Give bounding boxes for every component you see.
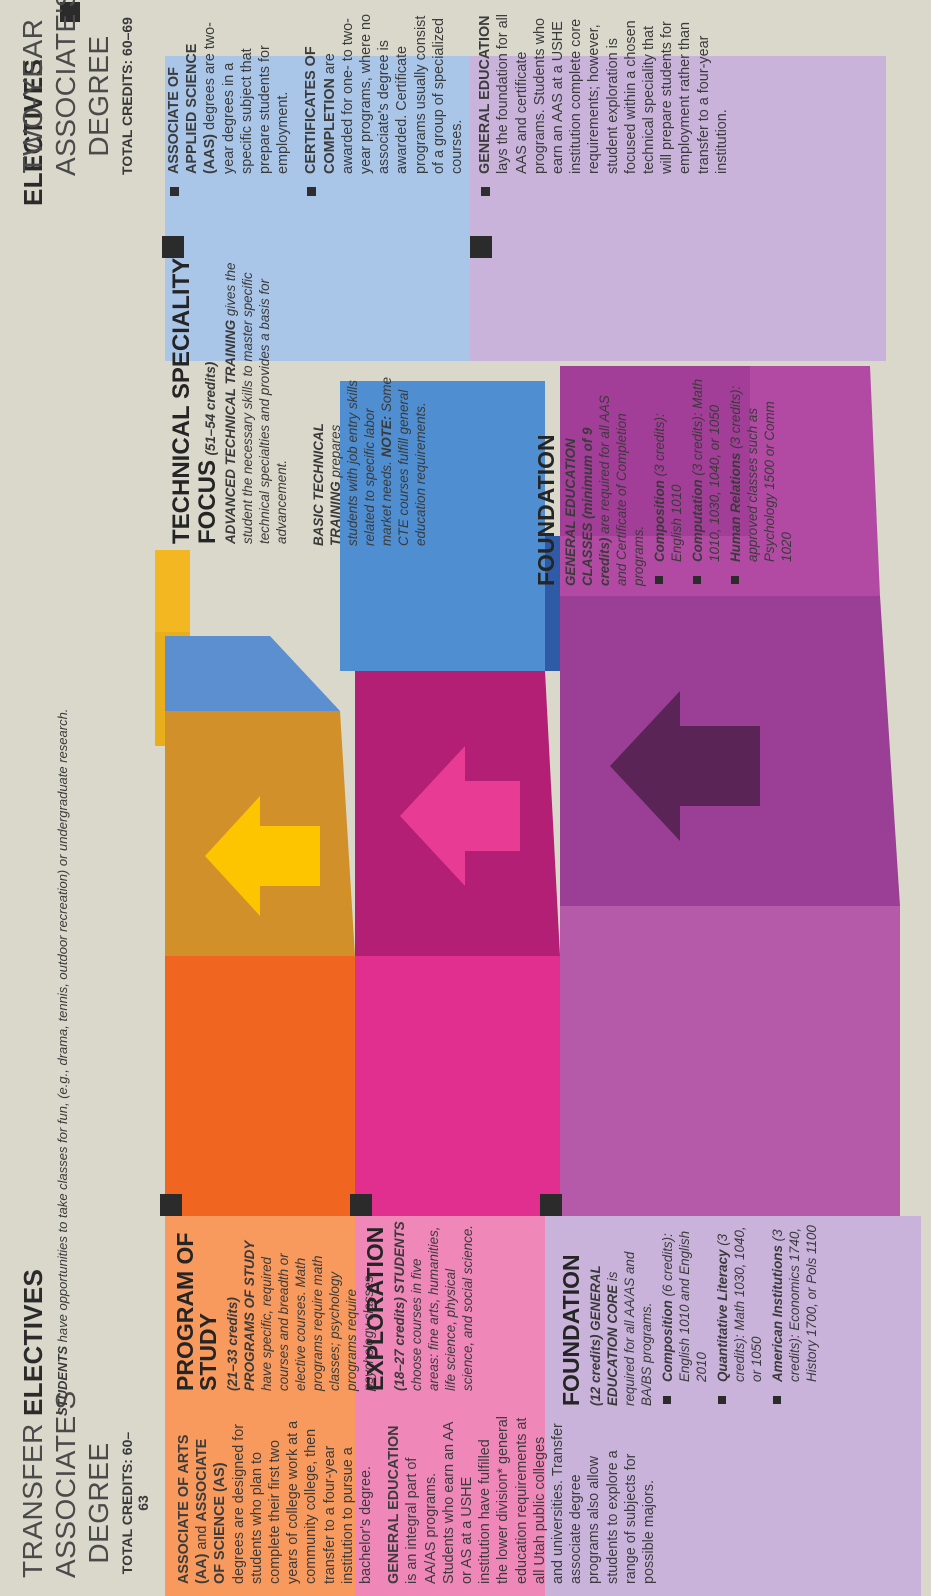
arrow-up-purple-icon — [610, 691, 760, 841]
item-name: Computation — [690, 479, 705, 562]
exploration-lead: STUDENTS — [392, 1221, 407, 1294]
item-name: Human Relations — [728, 452, 743, 562]
foundation-right-item: Composition (3 credits): English 1010 — [651, 376, 685, 586]
marker-exploration — [350, 1194, 372, 1216]
two-year-title-3: DEGREE — [83, 35, 114, 157]
technical-credits: (51–54 credits) — [203, 361, 218, 456]
item-name: Composition — [660, 1300, 675, 1382]
two-year-total-credits: TOTAL CREDITS: 60–69 — [119, 17, 135, 175]
foundation-left-item: Composition (6 credits): English 1010 an… — [659, 1221, 710, 1406]
transfer-title-2: ASSOCIATE'S — [50, 1390, 81, 1578]
foundation-band-left — [545, 1216, 921, 1596]
program-cube-top — [165, 636, 340, 711]
item-name: Quantitative Literacy — [715, 1249, 730, 1382]
foundation-right-list: Composition (3 credits): English 1010 Co… — [651, 376, 795, 586]
electives-left: ELECTIVES STUDENTS have opportunities to… — [18, 516, 70, 1416]
two-year-bullet: CERTIFICATES OF COMPLETION are awarded f… — [302, 11, 466, 196]
technical-title-2: FOCUS — [194, 460, 221, 544]
program-lead: PROGRAMS OF STUDY — [242, 1240, 257, 1391]
transfer-p2-bold: GENERAL EDUCATION — [386, 1425, 403, 1584]
foundation-left-credits: (12 credits) — [588, 1334, 603, 1406]
electives-text: have opportunities to take classes for f… — [55, 708, 70, 1346]
exploration-band — [355, 1216, 545, 1596]
technical-lead: ADVANCED TECHNICAL TRAINING — [223, 319, 238, 544]
foundation-left-item: Quantitative Literacy (3 credits): Math … — [714, 1221, 765, 1406]
technical-text: TECHNICAL SPECIALITY FOCUS (51–54 credit… — [168, 219, 290, 544]
exploration-title: EXPLORATION — [362, 1226, 388, 1391]
program-title: PROGRAM OF STUDY — [172, 1232, 221, 1391]
two-year-title-1: TWO-YEAR — [17, 18, 48, 174]
foundation-right-text: FOUNDATION GENERAL EDUCATION CLASSES (mi… — [533, 376, 799, 586]
marker-foundation-right — [470, 236, 492, 258]
two-year-b3-bold: GENERAL EDUCATION — [477, 15, 494, 174]
program-text: PROGRAM OF STUDY (21–33 credits) PROGRAM… — [172, 1221, 377, 1391]
transfer-title-3: DEGREE — [83, 1442, 114, 1564]
transfer-p2-text: is an integral part of AA/AS programs. S… — [404, 1416, 658, 1584]
marker-foundation — [540, 1194, 562, 1216]
transfer-total-credits: TOTAL CREDITS: 60–63 — [119, 1431, 151, 1575]
two-year-bullet: GENERAL EDUCATION lays the foundation fo… — [476, 11, 731, 196]
marker-technical — [162, 236, 184, 258]
foundation-left-item: American Institutions (3 credits): Econo… — [769, 1221, 820, 1406]
foundation-right-title: FOUNDATION — [533, 434, 559, 586]
exploration-text: EXPLORATION (18–27 credits) STUDENTS cho… — [362, 1221, 476, 1391]
technical-basic: BASIC TECHNICAL TRAINING prepares studen… — [310, 376, 429, 546]
two-year-description: ASSOCIATE OF APPLIED SCIENCE (AAS) degre… — [165, 11, 741, 196]
transfer-heading: TRANSFER ASSOCIATE'S DEGREE TOTAL CREDIT… — [16, 1390, 151, 1578]
arrow-up-pink-icon — [400, 746, 520, 886]
exploration-cube-top — [340, 381, 545, 671]
item-name: American Institutions — [770, 1245, 785, 1382]
item-name: Composition — [652, 480, 667, 562]
marker-program — [160, 1194, 182, 1216]
foundation-left-text: FOUNDATION (12 credits) GENERAL EDUCATIO… — [558, 1221, 824, 1406]
transfer-title-1: TRANSFER — [17, 1423, 48, 1578]
two-year-b2-text: are awarded for one- to two-year program… — [321, 14, 466, 174]
foundation-cube-front — [560, 906, 900, 1216]
technical-note-lead: NOTE: — [379, 415, 394, 458]
technical-title-1: TECHNICAL SPECIALITY — [168, 257, 195, 544]
exploration-cube-lip — [545, 536, 560, 671]
foundation-right-item: Computation (3 credits): Math 1010, 1030… — [689, 376, 723, 586]
electives-description: STUDENTS have opportunities to take clas… — [55, 516, 70, 1416]
transfer-description: ASSOCIATE OF ARTS (AA) and ASSOCIATE OF … — [175, 1416, 668, 1584]
program-description: have specific, required courses and brea… — [259, 1253, 376, 1391]
program-band — [165, 1216, 355, 1596]
program-cube-front — [165, 956, 355, 1216]
foundation-right-item: Human Relations (3 credits): approved cl… — [727, 376, 795, 586]
two-year-title-2: ASSOCIATE'S — [50, 0, 81, 176]
transfer-p1-text: degrees are designed for students who pl… — [230, 1420, 375, 1584]
two-year-b3-text: lays the foundation for all AAS and cert… — [495, 14, 730, 174]
two-year-bullet: ASSOCIATE OF APPLIED SCIENCE (AAS) degre… — [165, 11, 292, 196]
foundation-left-list: Composition (6 credits): English 1010 an… — [659, 1221, 820, 1406]
exploration-description: choose courses in five areas: fine arts,… — [409, 1225, 475, 1391]
marker-electives-left — [60, 2, 80, 22]
foundation-left-title: FOUNDATION — [558, 1254, 584, 1406]
arrow-up-yellow-icon — [205, 796, 320, 916]
two-year-heading: TWO-YEAR ASSOCIATE'S DEGREE TOTAL CREDIT… — [16, 0, 135, 176]
exploration-credits: (18–27 credits) — [392, 1297, 407, 1391]
exploration-cube-front — [355, 956, 560, 1216]
transfer-p1-and: and — [194, 1521, 211, 1554]
electives-left-title: ELECTIVES — [18, 1268, 48, 1416]
program-credits: (21–33 credits) — [225, 1297, 240, 1391]
electives-text-bold: STUDENTS — [55, 1345, 70, 1416]
